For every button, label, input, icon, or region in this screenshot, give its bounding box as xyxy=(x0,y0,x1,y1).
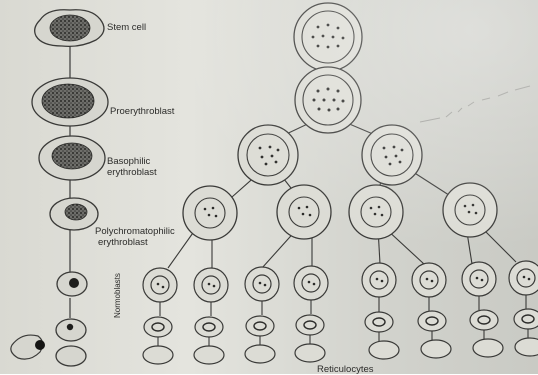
pencil-scribble xyxy=(419,85,531,123)
normoblast-row xyxy=(142,260,538,303)
nucleus-extrusion-cell xyxy=(55,318,87,342)
normoblasts-label: Normoblasts xyxy=(113,273,122,318)
tree-cell-level-3-4 xyxy=(442,182,498,238)
tree-cell-level-3-3 xyxy=(348,184,404,240)
normoblast-row-nuclei xyxy=(156,275,531,289)
tree-cell-level-2-left xyxy=(237,124,299,186)
proerythroblast-label: Proerythroblast xyxy=(110,106,175,117)
reticulocyte-row xyxy=(142,337,538,365)
polychromatophilic-label-line2: erythroblast xyxy=(98,237,148,248)
tree-cell-level-3-2 xyxy=(276,184,332,240)
lower-connectors xyxy=(159,295,527,316)
reticulocyte-connectors xyxy=(157,329,529,346)
polychromatophilic-label: Polychromatophilic xyxy=(95,226,175,237)
basophilic-erythroblast-cell xyxy=(38,135,106,181)
proerythroblast-cell xyxy=(31,77,109,127)
basophilic-label-line2: erythroblast xyxy=(107,167,157,178)
late-normoblast-nuclei xyxy=(151,314,535,332)
tree-cell-level-3-1 xyxy=(182,185,238,241)
extruded-nucleus xyxy=(10,334,45,360)
tree-cell-level-0 xyxy=(293,2,363,72)
reticulocytes-label: Reticulocytes xyxy=(317,364,374,375)
stem-cell xyxy=(34,9,105,48)
stem-cell-label: Stem cell xyxy=(107,22,147,33)
polychromatophilic-erythroblast-cell xyxy=(49,197,99,231)
basophilic-label: Basophilic xyxy=(107,156,151,167)
tree-cell-level-2-right xyxy=(361,124,423,186)
tree-cell-level-1 xyxy=(294,66,362,134)
left-reticulocyte xyxy=(55,345,87,367)
normoblast-cell xyxy=(56,271,88,297)
